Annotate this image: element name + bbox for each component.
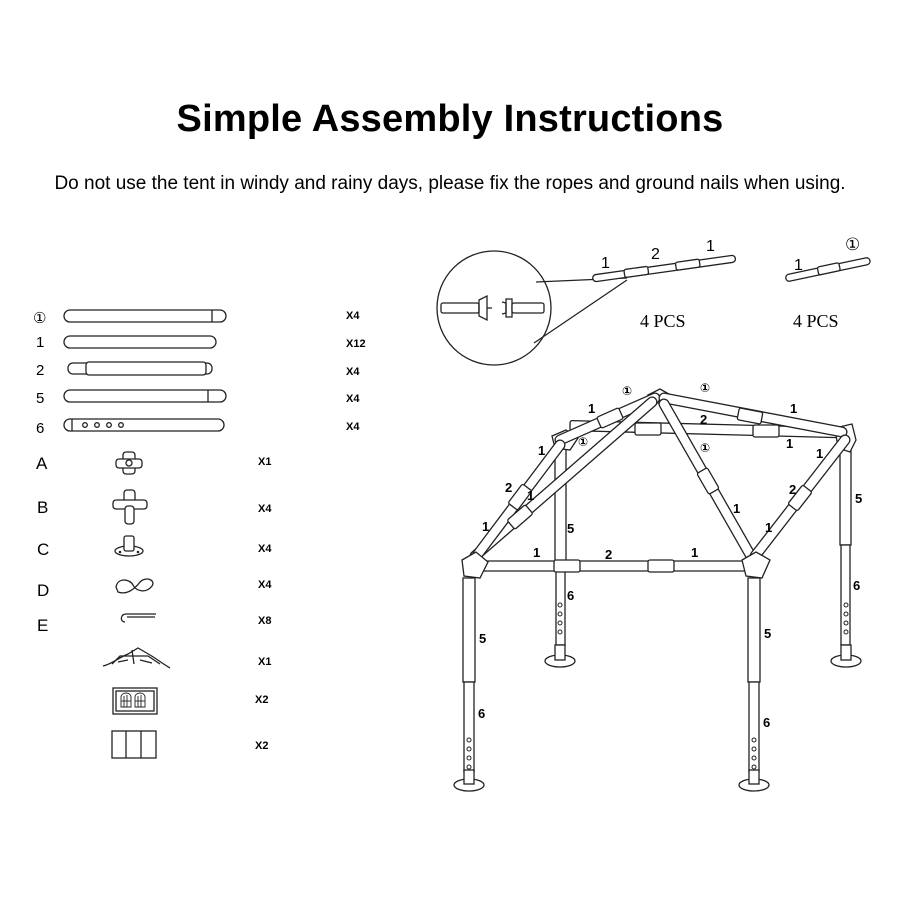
frame-label: 5	[479, 631, 486, 646]
frame-label: 1	[588, 401, 595, 416]
frame-label: 6	[853, 578, 860, 593]
back-right-leg	[830, 444, 862, 668]
assembly-number: 1	[601, 255, 610, 272]
assembly-number: 1	[706, 238, 715, 255]
part-qty: X1	[258, 656, 271, 668]
beam-sleeve	[752, 424, 780, 438]
frame-label: 1	[533, 545, 540, 560]
frame-label: 1	[733, 501, 740, 516]
frame-label: 5	[764, 626, 771, 641]
frame-label: ①	[700, 441, 710, 455]
pipe-holes-icon	[63, 418, 225, 432]
part-label: 5	[36, 390, 44, 407]
part-qty: X4	[258, 579, 272, 591]
cross-connector-icon	[115, 451, 143, 475]
part-qty: X4	[346, 366, 360, 378]
beam-sleeve	[553, 559, 581, 573]
frame-label: 1	[790, 401, 797, 416]
assembly-number: 2	[651, 246, 660, 263]
frame-label: 1	[765, 520, 772, 535]
front-left-leg	[453, 577, 485, 792]
part-label: 6	[36, 420, 44, 437]
assembly-1-circled: 1 ① 4 PCS	[785, 235, 871, 331]
part-qty: X4	[346, 310, 360, 322]
plain-sidewall-icon	[111, 730, 157, 759]
front-beam	[477, 560, 749, 572]
frame-label: 1	[482, 519, 489, 534]
pcs-label: 4 PCS	[640, 311, 686, 331]
frame-label: 1	[527, 488, 534, 503]
ground-nail-icon	[120, 613, 156, 623]
frame-label: 1	[538, 443, 545, 458]
frame-label: ①	[700, 381, 710, 395]
assembly-number: 1	[794, 257, 803, 274]
pipe-long-icon	[63, 389, 227, 403]
canopy-top-icon	[102, 647, 171, 669]
part-qty: X4	[258, 503, 272, 515]
parts-list: ① 1 2 5 6 A B C D E X4 X12 X4 X4 X4 X1 X…	[33, 309, 366, 759]
part-qty: X8	[258, 615, 271, 627]
corner-connector	[741, 551, 771, 579]
frame-label: 6	[478, 706, 485, 721]
roof-rafters	[469, 392, 851, 564]
part-label: 2	[36, 362, 44, 379]
frame-label: 2	[700, 412, 707, 427]
pipe-plain-icon	[63, 335, 217, 349]
clip-icon	[115, 578, 154, 594]
part-label: C	[37, 540, 49, 559]
part-qty: X2	[255, 740, 268, 752]
part-label: D	[37, 581, 49, 600]
part-label: E	[37, 616, 48, 635]
frame-label: 1	[816, 446, 823, 461]
corner-connector	[461, 551, 489, 579]
corner-connector-icon	[112, 489, 148, 525]
part-label: A	[36, 454, 48, 473]
foot-plate-icon	[114, 535, 144, 557]
beam-sleeve	[634, 422, 662, 436]
part-qty: X4	[346, 421, 360, 433]
frame-label: 6	[763, 715, 770, 730]
frame-labels: ① ① ① ① 1 1 1 1 1 1 1 1 1 1 1 2 2 2 2 5 …	[478, 381, 862, 730]
part-label: B	[37, 498, 48, 517]
part-qty: X2	[255, 694, 268, 706]
frame-label: 2	[505, 480, 512, 495]
page-title: Simple Assembly Instructions	[176, 98, 724, 140]
pcs-label: 4 PCS	[793, 311, 839, 331]
assembly-number: ①	[845, 235, 860, 254]
frame-label: ①	[578, 435, 588, 449]
assembly-1-2-1: 1 2 1 4 PCS	[592, 238, 737, 331]
part-qty: X4	[346, 393, 360, 405]
part-qty: X1	[258, 456, 271, 468]
frame-label: 2	[789, 482, 796, 497]
warning-text: Do not use the tent in windy and rainy d…	[54, 173, 846, 194]
tent-frame: ① ① ① ① 1 1 1 1 1 1 1 1 1 1 1 2 2 2 2 5 …	[453, 381, 862, 792]
frame-label: 2	[605, 547, 612, 562]
beam-sleeve	[647, 559, 675, 573]
part-label: 1	[36, 334, 44, 351]
pipe-plain-icon	[63, 309, 227, 323]
frame-label: 6	[567, 588, 574, 603]
window-sidewall-icon	[112, 687, 158, 715]
part-qty: X12	[346, 338, 366, 350]
frame-label: 1	[691, 545, 698, 560]
pipe-sleeve-icon	[67, 361, 213, 376]
connection-detail	[436, 250, 628, 366]
frame-label: ①	[622, 384, 632, 398]
frame-label: 5	[567, 521, 574, 536]
frame-label: 5	[855, 491, 862, 506]
part-qty: X4	[258, 543, 272, 555]
front-right-leg	[738, 577, 770, 792]
part-label: ①	[33, 310, 46, 327]
back-left-leg	[544, 444, 576, 668]
frame-label: 1	[786, 436, 793, 451]
